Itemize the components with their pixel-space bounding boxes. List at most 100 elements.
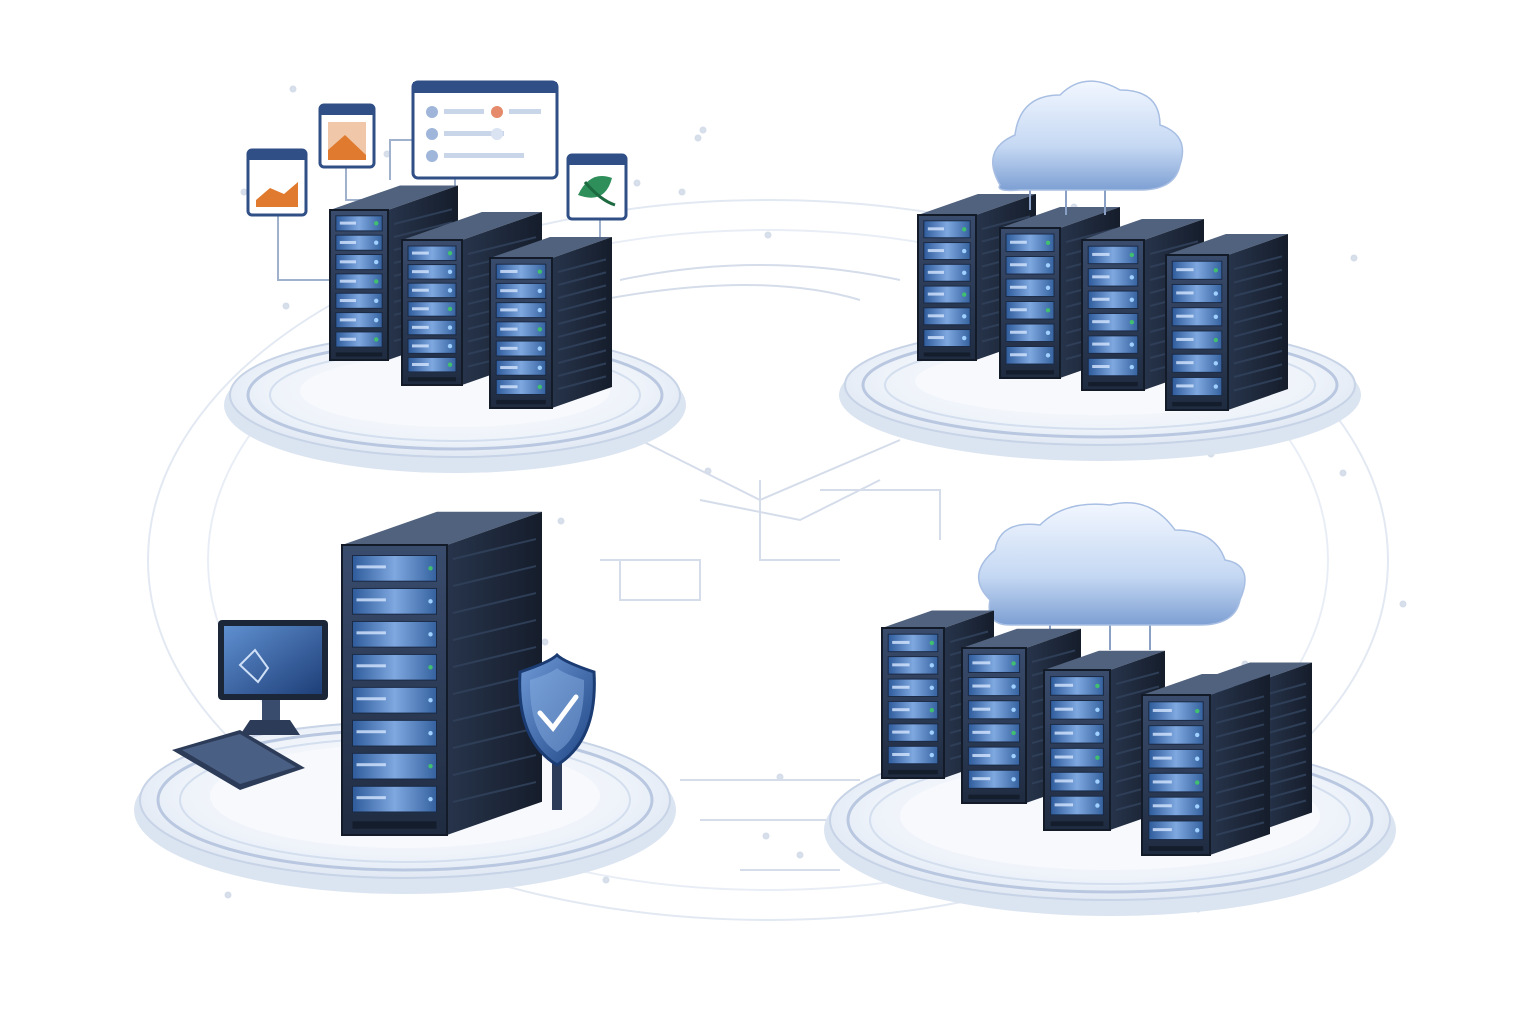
circuit-node [706, 469, 711, 474]
status-led [448, 270, 452, 274]
status-led [428, 632, 432, 636]
cloud-icon [979, 503, 1245, 650]
status-led [1011, 754, 1015, 758]
status-led [428, 731, 432, 735]
circuit-node [1352, 256, 1357, 261]
status-led [428, 665, 432, 669]
status-led [538, 346, 542, 350]
circuit-trace [620, 265, 900, 280]
status-led [1130, 298, 1134, 302]
status-led [1011, 708, 1015, 712]
circuit-node [635, 181, 640, 186]
status-led [1130, 365, 1134, 369]
status-led [1195, 709, 1199, 713]
status-led [1095, 732, 1099, 736]
status-led [962, 292, 966, 296]
status-led [538, 385, 542, 389]
circuit-node [798, 853, 803, 858]
status-led [538, 327, 542, 331]
circuit-trace [700, 480, 880, 520]
circuit-node [778, 775, 783, 780]
secure-server-group [172, 512, 594, 835]
status-led [538, 289, 542, 293]
status-led [1095, 708, 1099, 712]
status-led [1214, 361, 1218, 365]
server-racks [342, 512, 542, 835]
status-led [1095, 779, 1099, 783]
status-led [1130, 320, 1134, 324]
circuit-node [701, 128, 706, 133]
circuit-node [559, 519, 564, 524]
circuit-node [242, 190, 247, 195]
status-led [1214, 384, 1218, 388]
cloud-server-group-top [918, 81, 1288, 410]
status-led [448, 325, 452, 329]
server-rack [1166, 234, 1288, 410]
circuit-node [1341, 471, 1346, 476]
status-led [930, 730, 934, 734]
status-led [1011, 777, 1015, 781]
status-led [374, 299, 378, 303]
status-led [428, 566, 432, 570]
status-led [1046, 241, 1050, 245]
status-led [1195, 828, 1199, 832]
status-led [428, 698, 432, 702]
status-led [1130, 253, 1134, 257]
status-led [962, 336, 966, 340]
status-led [962, 271, 966, 275]
status-led [374, 318, 378, 322]
circuit-node [696, 136, 701, 141]
status-led [962, 249, 966, 253]
status-led [930, 753, 934, 757]
circuit-trace [820, 490, 940, 540]
status-led [962, 227, 966, 231]
circuit-node [226, 893, 231, 898]
status-led [1214, 291, 1218, 295]
status-led [1095, 803, 1099, 807]
status-led [1011, 684, 1015, 688]
status-led [930, 641, 934, 645]
status-led [538, 269, 542, 273]
circuit-node [284, 304, 289, 309]
status-led [374, 221, 378, 225]
status-led [1095, 684, 1099, 688]
status-led [428, 599, 432, 603]
status-led [1046, 353, 1050, 357]
status-led [374, 279, 378, 283]
chart-window-icon [248, 150, 306, 215]
status-led [1195, 733, 1199, 737]
status-led [1195, 780, 1199, 784]
status-led [428, 764, 432, 768]
circuit-node [291, 87, 296, 92]
circuit-node [604, 878, 609, 883]
circuit-trace [600, 560, 700, 600]
circuit-trace [600, 285, 860, 300]
status-led [1130, 342, 1134, 346]
status-led [428, 797, 432, 801]
status-led [1195, 757, 1199, 761]
circuit-node [766, 233, 771, 238]
status-led [1046, 331, 1050, 335]
circuit-node [543, 640, 548, 645]
status-led [448, 288, 452, 292]
server-rack [1142, 674, 1270, 855]
status-led [1046, 308, 1050, 312]
circuit-node [385, 152, 390, 157]
image-window-icon [320, 105, 374, 167]
status-led [448, 251, 452, 255]
status-led [374, 241, 378, 245]
status-led [930, 663, 934, 667]
status-led [930, 686, 934, 690]
status-led [1214, 338, 1218, 342]
status-led [1195, 804, 1199, 808]
status-led [448, 307, 452, 311]
dashboard-window-icon [413, 82, 557, 178]
status-led [1011, 731, 1015, 735]
status-led [962, 314, 966, 318]
status-led [1046, 286, 1050, 290]
circuit-node [1401, 602, 1406, 607]
status-led [1095, 755, 1099, 759]
status-led [1130, 275, 1134, 279]
status-led [448, 362, 452, 366]
